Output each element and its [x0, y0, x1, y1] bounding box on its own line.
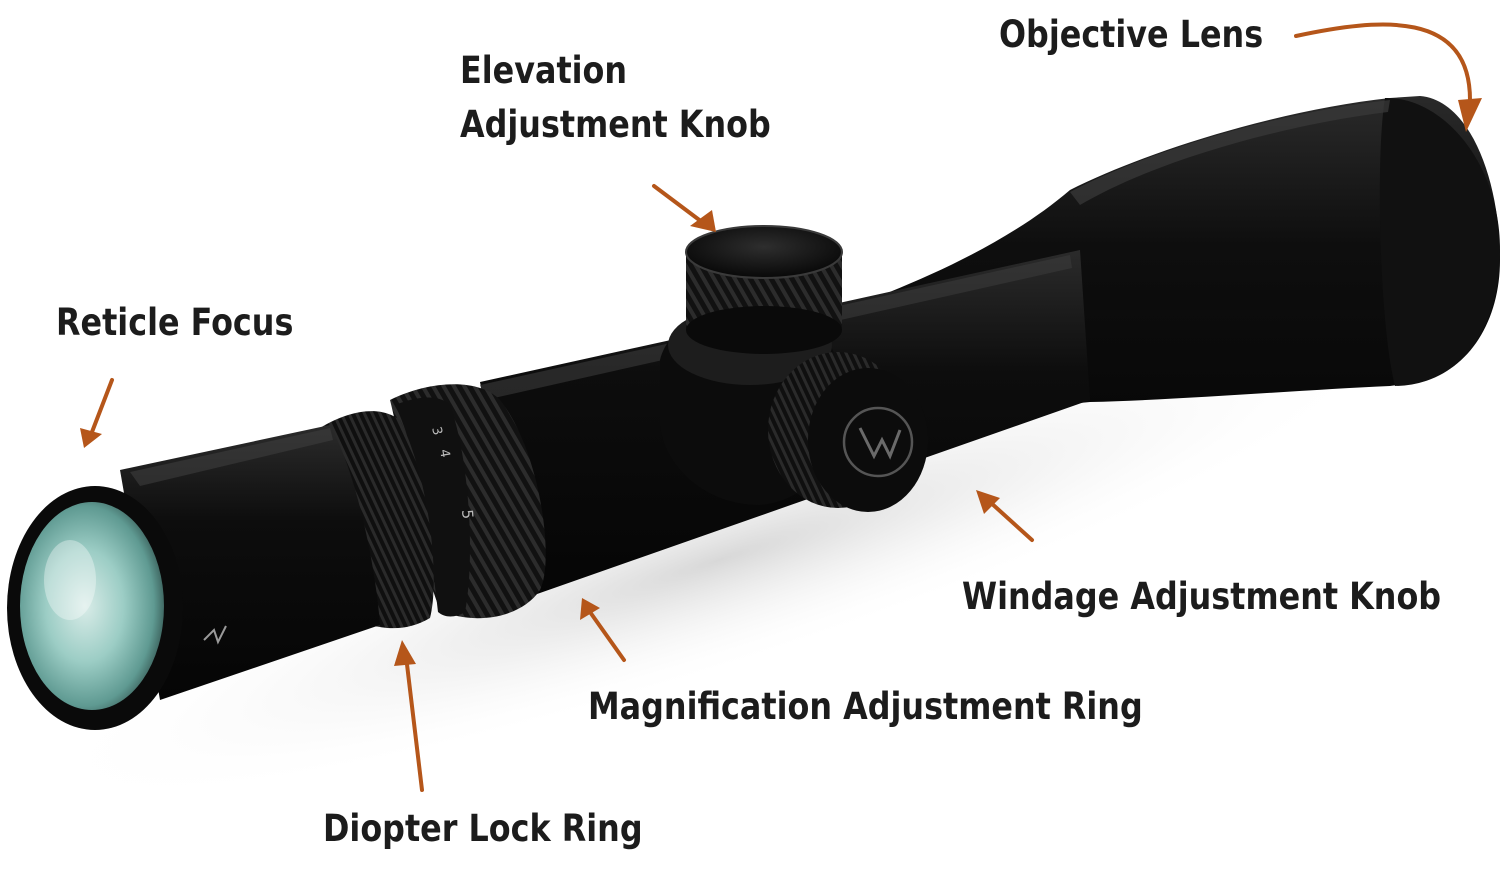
windage-knob-cap	[808, 368, 928, 512]
objective-lens-label: Objective Lens	[999, 13, 1264, 56]
ocular-lens-reflection	[44, 540, 96, 620]
diopter-arrow	[404, 654, 424, 792]
eyepiece-body	[120, 425, 380, 700]
reticle-focus-arrowhead	[80, 428, 102, 448]
reticle-focus-arrow	[90, 378, 114, 434]
objective-highlight	[1070, 100, 1390, 205]
mag-mark-3: 3	[428, 425, 445, 437]
reticle-focus-label: Reticle Focus	[56, 301, 294, 344]
elevation-arrowhead	[690, 210, 716, 232]
brand-logo-mark	[203, 625, 227, 645]
objective-lens-arrow	[1294, 22, 1472, 102]
objective-rim	[1379, 97, 1500, 386]
ground-shadow	[34, 314, 1406, 806]
mag-mark-5: 5	[458, 509, 477, 520]
diopter-arrowhead	[394, 640, 416, 666]
diopter-lock-ring-label: Diopter Lock Ring	[323, 807, 643, 850]
mag-mark-4: 4	[436, 448, 452, 459]
magnification-ring-label: Magnification Adjustment Ring	[588, 685, 1143, 728]
ocular-lens	[20, 502, 164, 710]
magnification-ring-band	[395, 397, 470, 617]
windage-logo-ring	[842, 406, 914, 478]
windage-arrowhead	[976, 490, 1000, 514]
elevation-knob-base	[686, 306, 842, 354]
elevation-arrow	[652, 184, 704, 224]
windage-knob-label: Windage Adjustment Knob	[962, 575, 1442, 618]
magnification-arrowhead	[580, 598, 600, 620]
objective-lens-arrowhead	[1458, 98, 1482, 132]
windage-arrow	[988, 500, 1034, 542]
elevation-knob-cap-edge	[685, 225, 843, 279]
elevation-knob-cap	[686, 226, 842, 278]
elevation-knob-label-line2: Adjustment Knob	[460, 103, 771, 146]
elevation-knob-label-line1: Elevation	[460, 49, 628, 92]
magnification-arrow	[588, 610, 626, 662]
eyepiece-highlight	[130, 428, 333, 486]
windage-logo-mark	[858, 427, 902, 460]
diopter-lock-ring	[320, 411, 434, 629]
